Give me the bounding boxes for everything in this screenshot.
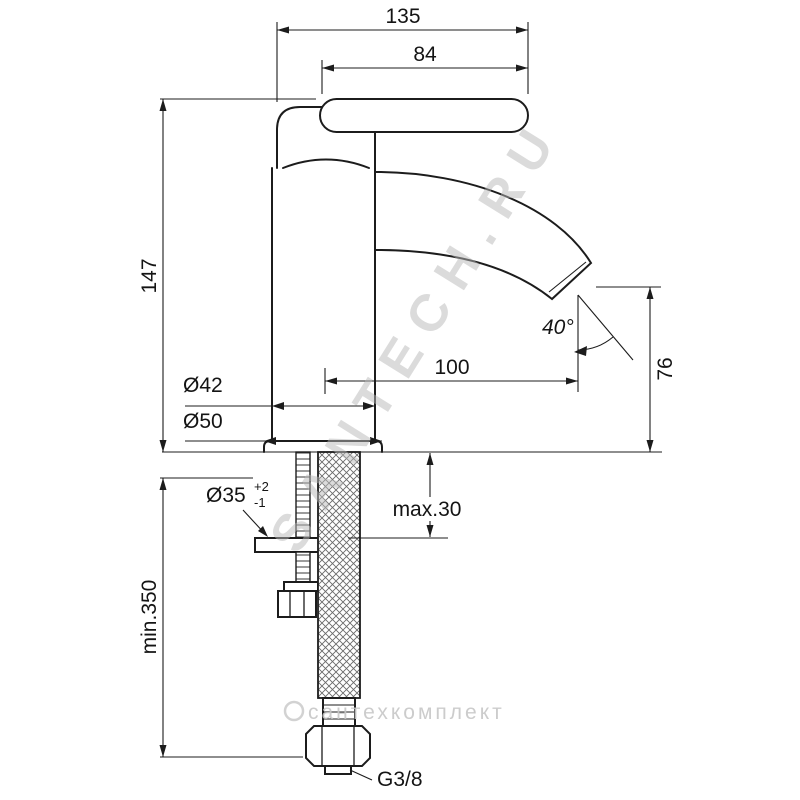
dim-base-diameter-label: Ø50 xyxy=(183,410,223,433)
dim-overall-width-label: 135 xyxy=(385,5,420,28)
dim-spout-reach: 100 xyxy=(324,295,579,394)
dim-body-height: 147 xyxy=(138,98,316,452)
watermark-bottom: сантехкомплект xyxy=(308,701,505,724)
dim-max-deck-thickness: max.30 xyxy=(348,453,462,539)
dim-lever-length: 84 xyxy=(321,43,528,94)
dim-hole-diameter-label: Ø35 xyxy=(206,484,246,507)
aerator-line xyxy=(548,261,587,293)
dim-max-deck-thickness-label: max.30 xyxy=(393,498,462,521)
dim-spout-angle-label: 40° xyxy=(542,316,574,339)
dim-spout-angle: 40° xyxy=(542,294,634,361)
dim-hole-diameter: Ø35 +2 -1 xyxy=(206,479,269,537)
dim-spout-height: 76 xyxy=(596,286,677,452)
dim-hole-tolerance-minus: -1 xyxy=(254,495,266,510)
dim-thread-label: G3/8 xyxy=(377,768,423,791)
mounting-nut xyxy=(277,590,317,618)
handle-lever xyxy=(319,98,529,133)
dim-body-height-label: 147 xyxy=(138,258,161,293)
washer xyxy=(283,581,319,592)
dim-overall-width: 135 xyxy=(276,5,529,102)
hose-collar xyxy=(322,697,356,727)
dim-body-diameter-label: Ø42 xyxy=(183,374,223,397)
dimensions: 135 84 147 min.350 Ø42 Ø50 xyxy=(138,5,677,791)
dim-base-diameter: Ø50 xyxy=(183,410,382,445)
dim-body-diameter: Ø42 xyxy=(183,374,375,410)
pipe-end xyxy=(324,765,352,775)
spout xyxy=(374,170,593,301)
dim-thread: G3/8 xyxy=(349,768,423,791)
watermark-logo-icon xyxy=(283,700,305,722)
dim-hole-tolerance-plus: +2 xyxy=(254,479,269,494)
flexible-hose xyxy=(305,451,371,775)
dim-min-hose-length: min.350 xyxy=(138,477,303,758)
dome-base-curve xyxy=(282,158,370,169)
hose-connection-nut xyxy=(305,725,371,775)
dim-spout-reach-label: 100 xyxy=(434,356,469,379)
dim-spout-height-label: 76 xyxy=(654,357,677,380)
faucet xyxy=(263,98,593,453)
dim-lever-length-label: 84 xyxy=(413,43,437,66)
dim-min-hose-length-label: min.350 xyxy=(138,580,161,655)
